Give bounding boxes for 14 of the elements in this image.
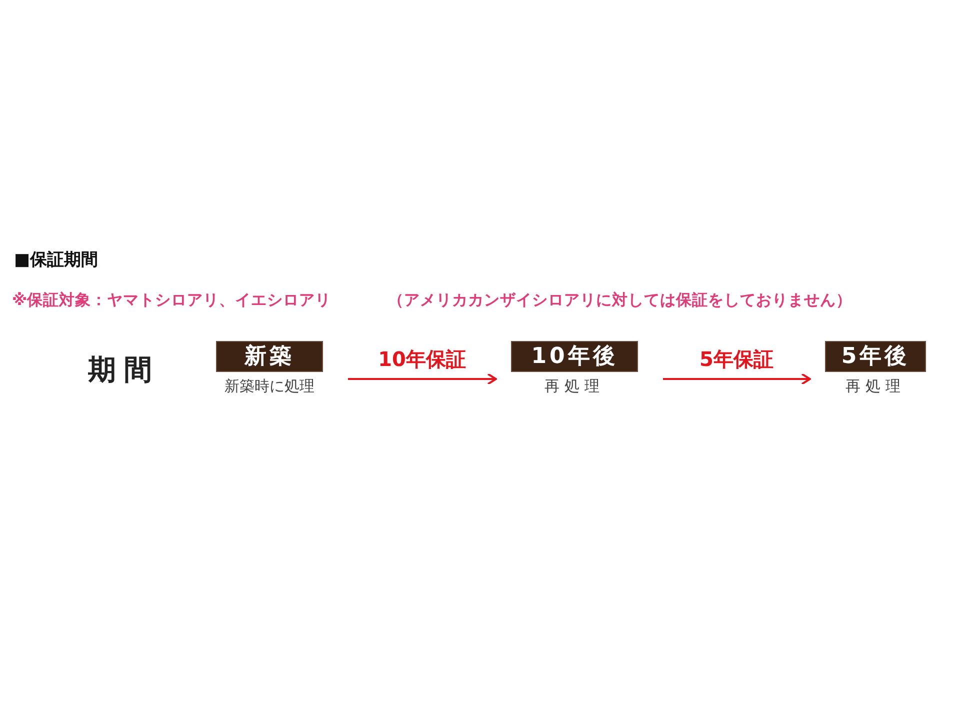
caption-text: 再処理 [544, 376, 606, 396]
arrow [348, 373, 497, 385]
label-box: 10年後 [511, 341, 638, 372]
caption-text: 再処理 [844, 376, 906, 396]
edge-label: 10年保証 [377, 347, 467, 371]
label-box: 5年後 [825, 341, 926, 372]
note-text: （アメリカカンザイシロアリに対しては保証をしておりません） [388, 290, 852, 310]
row-label: 期間 [88, 353, 160, 387]
caption-text: 新築時に処理 [224, 376, 316, 396]
heading: ■保証期間 [14, 249, 98, 271]
note-text: ※保証対象：ヤマトシロアリ、イエシロアリ [12, 290, 332, 310]
arrow [663, 373, 811, 385]
edge-label: 5年保証 [698, 347, 774, 371]
label-box: 新築 [216, 341, 323, 372]
